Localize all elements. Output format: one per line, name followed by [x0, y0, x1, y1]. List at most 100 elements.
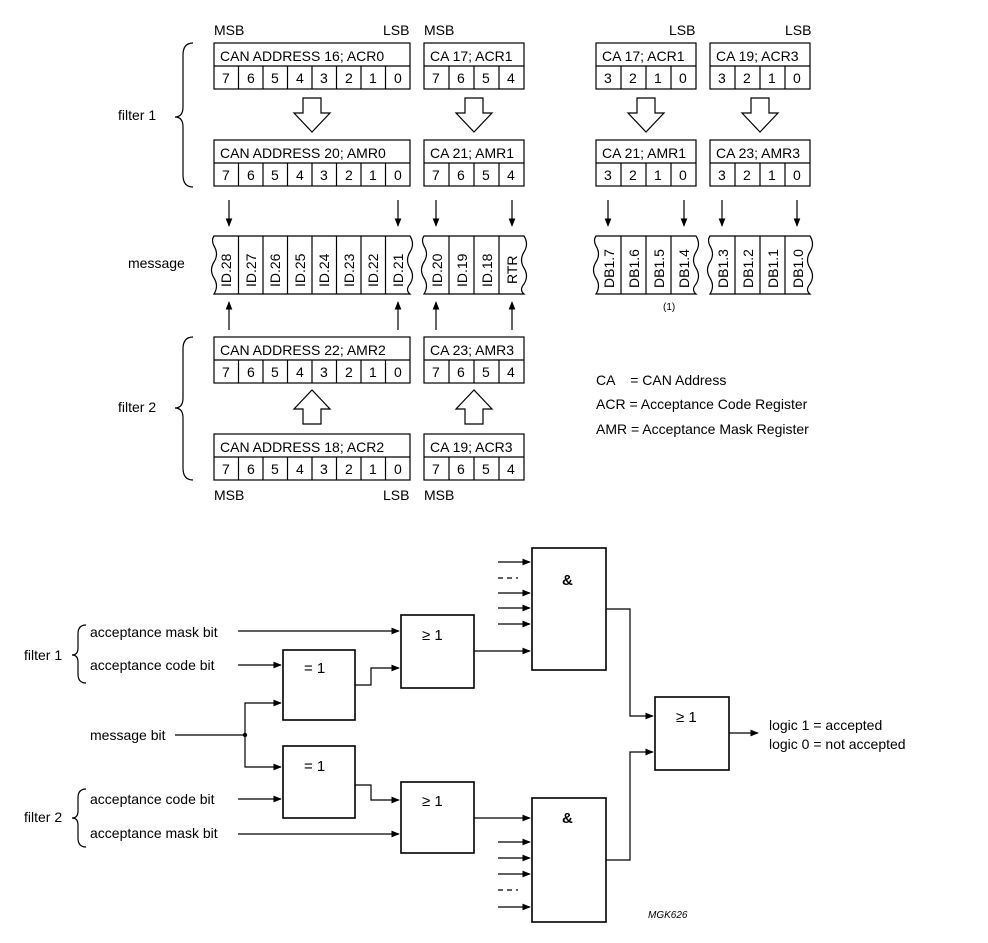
- filter1-code-bit-label: acceptance code bit: [90, 657, 215, 673]
- svg-text:ID.28: ID.28: [218, 253, 234, 287]
- lsb-label: LSB: [383, 487, 409, 503]
- logic-filter2-label: filter 2: [24, 809, 62, 825]
- svg-text:2: 2: [345, 364, 353, 380]
- svg-text:0: 0: [793, 70, 801, 86]
- svg-text:7: 7: [432, 167, 440, 183]
- svg-text:7: 7: [222, 167, 230, 183]
- svg-text:2: 2: [345, 461, 353, 477]
- svg-text:RTR: RTR: [504, 255, 520, 284]
- msb-label: MSB: [424, 487, 454, 503]
- message-field-db1-3-db1-0: DB1.3 DB1.2 DB1.1 DB1.0: [706, 235, 814, 295]
- svg-text:7: 7: [222, 461, 230, 477]
- svg-text:CAN ADDRESS 16; ACR0: CAN ADDRESS 16; ACR0: [220, 48, 384, 64]
- svg-text:7: 7: [222, 364, 230, 380]
- svg-text:DB1.0: DB1.0: [790, 249, 806, 288]
- svg-text:CA 21; AMR1: CA 21; AMR1: [602, 145, 686, 161]
- svg-text:ID.22: ID.22: [365, 253, 381, 287]
- message-bit-label: message bit: [90, 727, 166, 743]
- svg-text:CAN ADDRESS 18; ACR2: CAN ADDRESS 18; ACR2: [220, 439, 384, 455]
- filter2-code-bit-label: acceptance code bit: [90, 791, 215, 807]
- svg-text:CA 17; ACR1: CA 17; ACR1: [602, 48, 685, 64]
- svg-text:1: 1: [768, 167, 776, 183]
- svg-text:6: 6: [457, 461, 465, 477]
- svg-text:CA 23; AMR3: CA 23; AMR3: [716, 145, 800, 161]
- svg-text:6: 6: [457, 364, 465, 380]
- svg-text:5: 5: [482, 364, 490, 380]
- logic-filter1-label: filter 1: [24, 647, 62, 663]
- message-label: message: [128, 255, 185, 271]
- logic-filter2-brace: [71, 788, 87, 848]
- filter2-brace: [174, 336, 194, 481]
- svg-text:ID.24: ID.24: [316, 253, 332, 287]
- hollow-arrow-up-icon: [292, 389, 332, 425]
- svg-text:DB1.4: DB1.4: [676, 249, 692, 288]
- svg-text:= 1: = 1: [304, 660, 325, 677]
- svg-text:ID.23: ID.23: [341, 253, 357, 287]
- footnote-label: (1): [663, 302, 675, 313]
- svg-text:CA 23; AMR3: CA 23; AMR3: [430, 342, 514, 358]
- svg-text:≥ 1: ≥ 1: [676, 709, 697, 726]
- svg-text:6: 6: [247, 364, 255, 380]
- svg-text:2: 2: [743, 167, 751, 183]
- filter2-mask-bit-label: acceptance mask bit: [90, 825, 218, 841]
- svg-text:ID.21: ID.21: [390, 253, 406, 287]
- svg-text:3: 3: [718, 70, 726, 86]
- filter1-label: filter 1: [118, 107, 156, 123]
- svg-text:4: 4: [507, 70, 515, 86]
- svg-text:1: 1: [654, 167, 662, 183]
- svg-text:6: 6: [247, 167, 255, 183]
- svg-text:1: 1: [369, 461, 377, 477]
- svg-text:5: 5: [482, 70, 490, 86]
- svg-text:DB1.5: DB1.5: [651, 249, 667, 288]
- svg-text:&: &: [562, 572, 573, 589]
- svg-text:4: 4: [507, 461, 515, 477]
- filter2-label: filter 2: [118, 399, 156, 415]
- svg-text:4: 4: [507, 364, 515, 380]
- hollow-arrow-down-icon: [454, 97, 494, 133]
- svg-text:CA = CAN Address: CA = CAN Address: [596, 372, 726, 388]
- svg-text:0: 0: [394, 70, 402, 86]
- svg-text:= 1: = 1: [304, 758, 325, 775]
- message-field-id20-rtr: ID.20 ID.19 ID.18 RTR: [420, 235, 528, 295]
- logic-filter1-brace: [71, 624, 87, 684]
- svg-text:ID.25: ID.25: [292, 253, 308, 287]
- svg-text:&: &: [562, 810, 573, 827]
- message-field-db1-7-db1-4: DB1.7 DB1.6 DB1.5 DB1.4: [592, 235, 700, 295]
- svg-text:DB1.1: DB1.1: [765, 249, 781, 288]
- svg-text:3: 3: [320, 364, 328, 380]
- legend: CA = CAN Address ACR = Acceptance Code R…: [596, 372, 809, 437]
- svg-text:1: 1: [768, 70, 776, 86]
- svg-text:7: 7: [432, 461, 440, 477]
- logic-wires: [175, 558, 759, 911]
- svg-text:5: 5: [271, 167, 279, 183]
- svg-text:≥ 1: ≥ 1: [422, 627, 443, 644]
- svg-text:4: 4: [296, 364, 304, 380]
- svg-text:CA 19; ACR3: CA 19; ACR3: [716, 48, 799, 64]
- lsb-label: LSB: [383, 22, 409, 38]
- svg-text:2: 2: [629, 167, 637, 183]
- svg-text:ID.18: ID.18: [479, 253, 495, 287]
- svg-text:0: 0: [679, 70, 687, 86]
- svg-text:0: 0: [679, 167, 687, 183]
- svg-text:0: 0: [793, 167, 801, 183]
- svg-text:DB1.2: DB1.2: [740, 249, 756, 288]
- bit-arrows-top: [225, 200, 801, 227]
- svg-text:CA 21; AMR1: CA 21; AMR1: [430, 145, 514, 161]
- svg-text:4: 4: [507, 167, 515, 183]
- filter1-mask-bit-label: acceptance mask bit: [90, 624, 218, 640]
- svg-text:2: 2: [629, 70, 637, 86]
- svg-text:6: 6: [457, 70, 465, 86]
- msb-label: MSB: [214, 22, 244, 38]
- msb-label: MSB: [424, 22, 454, 38]
- svg-text:5: 5: [482, 167, 490, 183]
- or-gate-filter2: ≥ 1: [400, 781, 475, 854]
- svg-text:AMR = Acceptance Mask Register: AMR = Acceptance Mask Register: [596, 421, 809, 437]
- svg-text:6: 6: [247, 461, 255, 477]
